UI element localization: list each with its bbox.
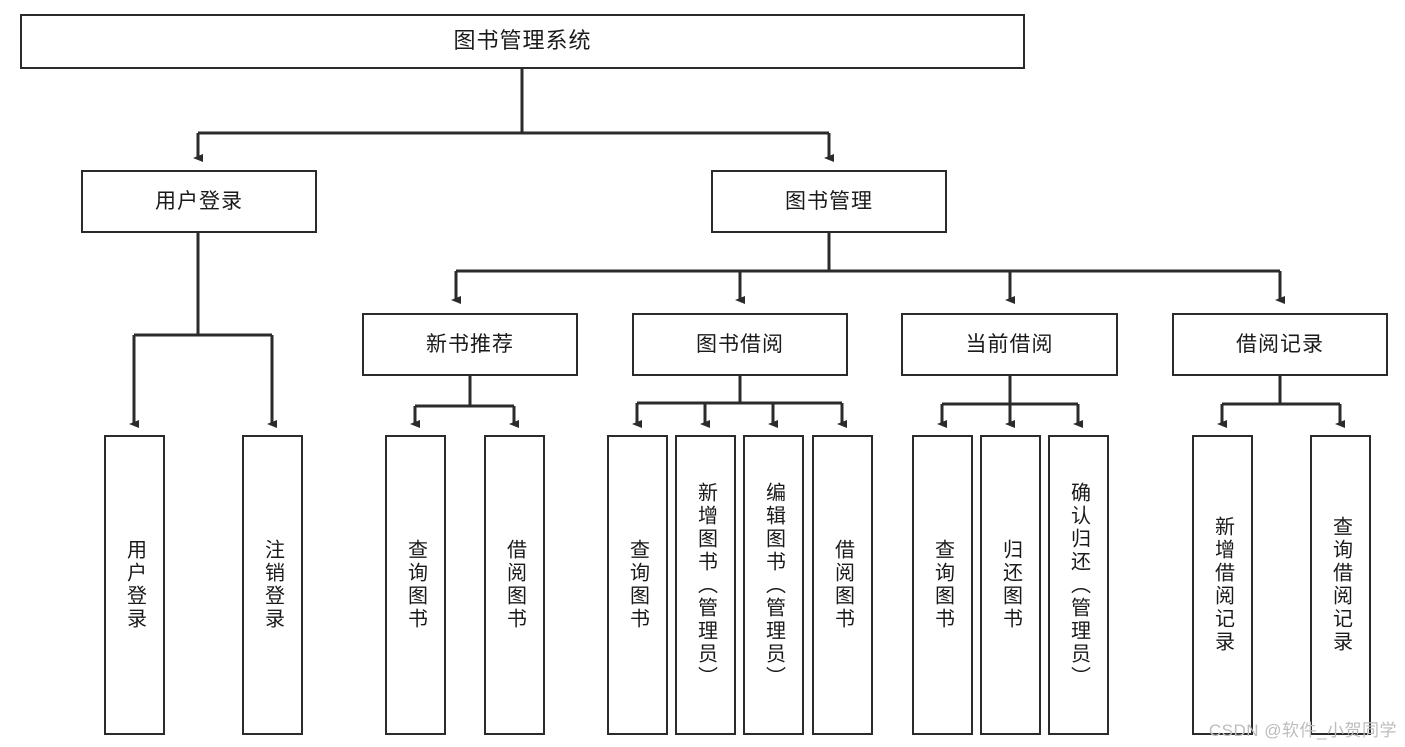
- leaf-query-book-borrow-label: 查询图书: [626, 539, 649, 631]
- node-user-login[interactable]: 用户登录: [81, 170, 317, 233]
- node-borrow-records-label: 借阅记录: [1236, 332, 1324, 356]
- node-new-book-recommend[interactable]: 新书推荐: [362, 313, 578, 376]
- leaf-query-book-borrow[interactable]: 查询图书: [607, 435, 668, 735]
- leaf-query-book-current-label: 查询图书: [931, 539, 954, 631]
- leaf-confirm-return-admin[interactable]: 确认归还（管理员）: [1048, 435, 1109, 735]
- leaf-logout[interactable]: 注销登录: [242, 435, 303, 735]
- node-new-book-recommend-label: 新书推荐: [426, 332, 514, 356]
- node-current-borrow[interactable]: 当前借阅: [901, 313, 1118, 376]
- leaf-add-book-admin[interactable]: 新增图书（管理员）: [675, 435, 736, 735]
- leaf-borrow-book-label: 借阅图书: [831, 539, 854, 631]
- node-book-management[interactable]: 图书管理: [711, 170, 947, 233]
- node-root-label: 图书管理系统: [453, 28, 592, 54]
- leaf-borrow-book-recommend[interactable]: 借阅图书: [484, 435, 545, 735]
- leaf-query-book-current[interactable]: 查询图书: [912, 435, 973, 735]
- node-book-borrow-label: 图书借阅: [696, 332, 784, 356]
- node-book-management-label: 图书管理: [785, 189, 873, 213]
- leaf-borrow-book-recommend-label: 借阅图书: [503, 539, 526, 631]
- leaf-user-login[interactable]: 用户登录: [104, 435, 165, 735]
- leaf-return-book-label: 归还图书: [999, 539, 1022, 631]
- leaf-add-book-admin-label: 新增图书（管理员）: [694, 481, 717, 689]
- node-borrow-records[interactable]: 借阅记录: [1172, 313, 1388, 376]
- node-user-login-label: 用户登录: [155, 189, 243, 213]
- node-current-borrow-label: 当前借阅: [965, 332, 1054, 356]
- leaf-return-book[interactable]: 归还图书: [980, 435, 1041, 735]
- node-root[interactable]: 图书管理系统: [20, 14, 1025, 69]
- leaf-user-login-label: 用户登录: [123, 539, 146, 631]
- leaf-query-borrow-record[interactable]: 查询借阅记录: [1310, 435, 1371, 735]
- leaf-borrow-book[interactable]: 借阅图书: [812, 435, 873, 735]
- leaf-add-borrow-record-label: 新增借阅记录: [1211, 516, 1234, 654]
- leaf-query-book-recommend-label: 查询图书: [404, 539, 427, 631]
- leaf-add-borrow-record[interactable]: 新增借阅记录: [1192, 435, 1253, 735]
- leaf-query-borrow-record-label: 查询借阅记录: [1329, 516, 1352, 654]
- leaf-logout-label: 注销登录: [261, 539, 284, 631]
- leaf-confirm-return-admin-label: 确认归还（管理员）: [1067, 481, 1090, 689]
- node-book-borrow[interactable]: 图书借阅: [632, 313, 848, 376]
- leaf-edit-book-admin-label: 编辑图书（管理员）: [762, 481, 785, 689]
- leaf-query-book-recommend[interactable]: 查询图书: [385, 435, 446, 735]
- leaf-edit-book-admin[interactable]: 编辑图书（管理员）: [743, 435, 804, 735]
